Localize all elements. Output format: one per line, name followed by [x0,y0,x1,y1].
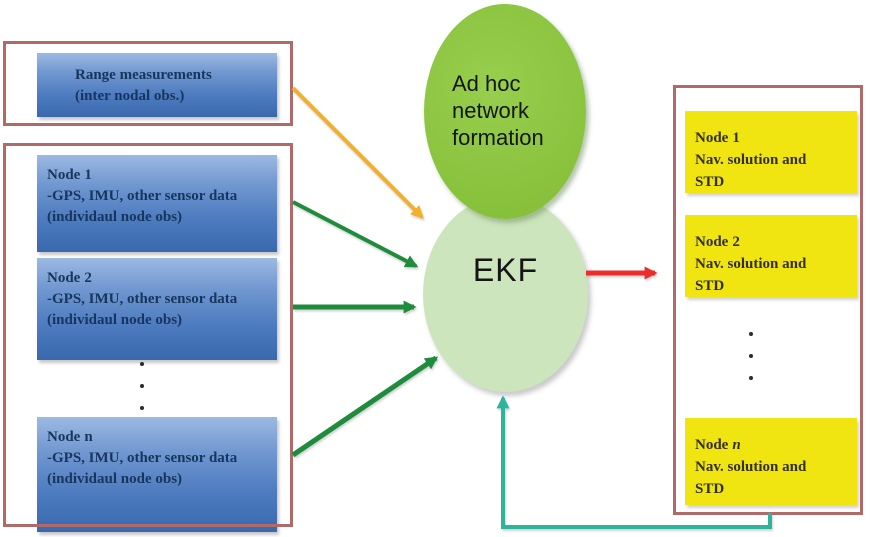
arrow-noden-to-ekf [291,355,439,458]
output-node-2-title-suffix: 2 [732,234,740,250]
range-measurements-line2: (inter nodal obs.) [75,88,185,104]
adhoc-label-line1: Ad hoc [452,71,521,96]
dot [140,362,144,366]
input-node-1-line3: (individaul node obs) [47,209,183,225]
ekf-ellipse [423,196,588,392]
adhoc-network-label: Ad hoc network formation [452,70,544,151]
range-measurements-frame [3,41,293,126]
adhoc-network-ellipse [424,4,586,219]
input-node-1-title-suffix: 1 [84,167,92,183]
input-node-1-title-prefix: Node [47,167,81,183]
input-node-2-title-prefix: Node [47,270,81,286]
input-node-2-line2: -GPS, IMU, other sensor data [47,291,238,307]
input-node-2-title-suffix: 2 [84,270,92,286]
dot [140,406,144,410]
dot [749,354,753,358]
dot [140,384,144,388]
arrow-node1-to-ekf [292,200,419,268]
output-node-1-line3: STD [695,174,725,190]
output-node-n-line3: STD [695,481,725,497]
arrow-feedback-to-ekf [496,395,772,529]
range-measurements-line1: Range measurements [75,67,212,83]
output-node-n-title-prefix: Node [695,437,729,453]
input-node-n-title-prefix: Node [47,429,81,445]
adhoc-label-line3: formation [452,125,544,150]
output-node-n-line2: Nav. solution and [695,459,807,475]
range-measurements-box: Range measurements (inter nodal obs.) [37,53,277,117]
ekf-label: EKF [472,252,539,288]
dot [749,332,753,336]
output-node-2-line2: Nav. solution and [695,256,807,272]
input-node-n-title-suffix: n [84,429,93,445]
input-node-1-line2: -GPS, IMU, other sensor data [47,188,238,204]
dot [749,376,753,380]
arrow-range-to-ekf [291,86,424,219]
output-node-1-title-prefix: Node [695,130,729,146]
output-node-n-title-suffix: n [732,437,741,453]
input-node-2-line3: (individaul node obs) [47,312,183,328]
adhoc-label-line2: network [452,98,530,123]
output-node-2-title-prefix: Node [695,234,729,250]
input-nodes-ellipsis-dots [140,362,144,410]
input-node-n-line2: -GPS, IMU, other sensor data [47,450,238,466]
input-node-n-line3: (individaul node obs) [47,471,183,487]
input-nodes-frame [3,143,293,527]
output-node-2-line3: STD [695,278,725,294]
output-node-1-title-suffix: 1 [732,130,740,146]
output-node-1-line2: Nav. solution and [695,152,807,168]
output-nodes-ellipsis-dots [749,332,753,380]
